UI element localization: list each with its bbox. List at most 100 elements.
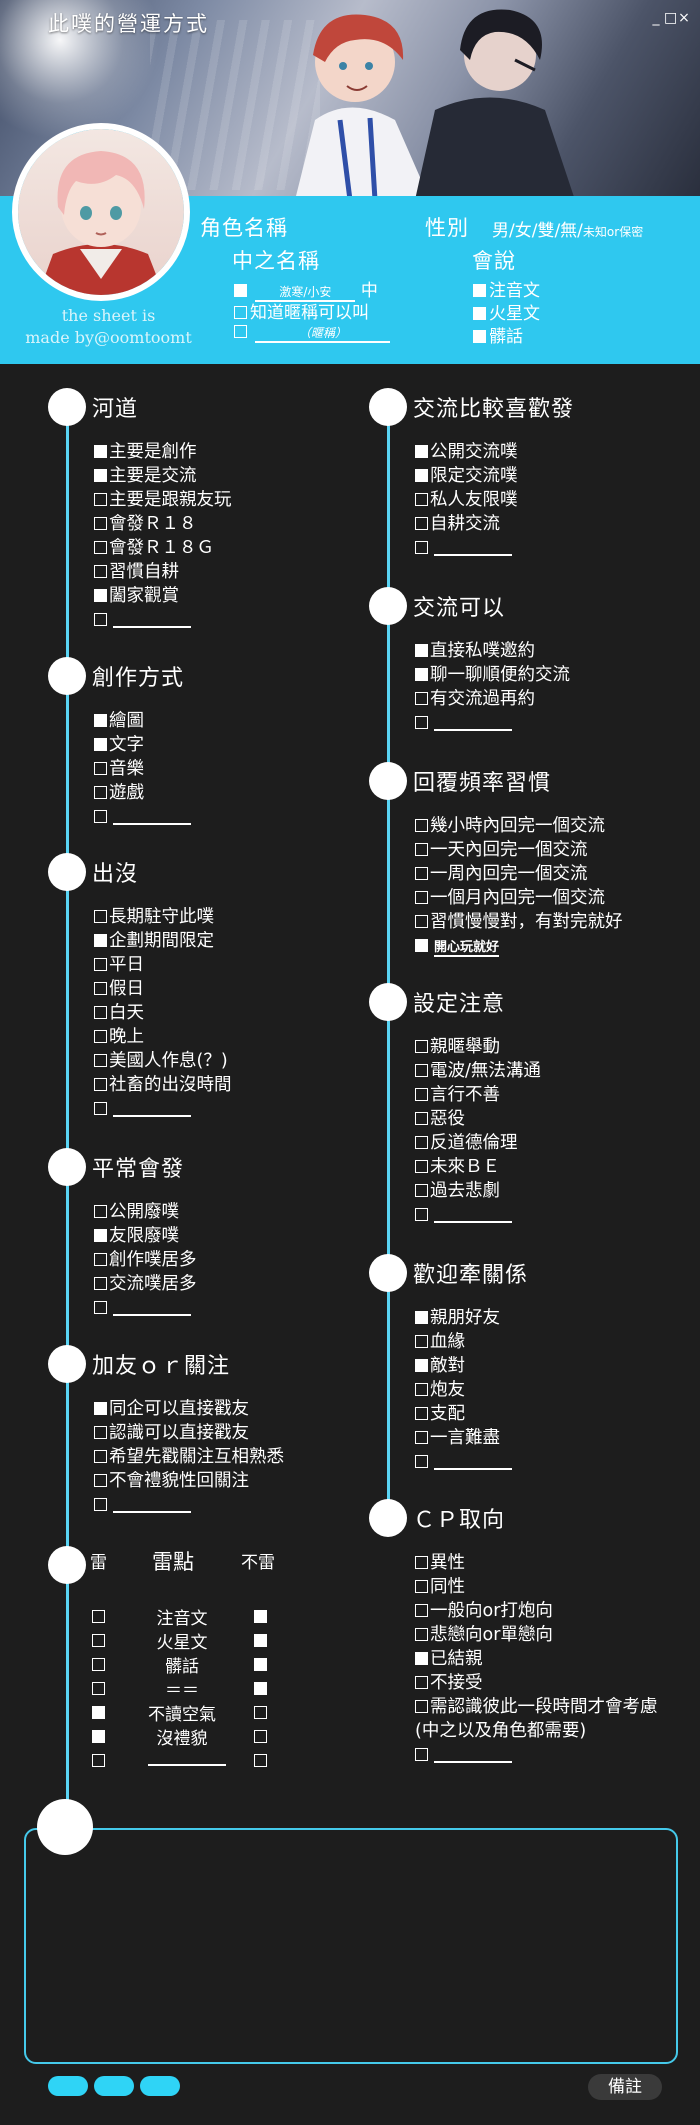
- checkbox-checked[interactable]: [415, 445, 428, 458]
- checkbox-checked[interactable]: [254, 1658, 267, 1671]
- checkbox-unchecked[interactable]: [94, 1301, 107, 1314]
- blank-field[interactable]: [113, 1300, 191, 1316]
- checkbox-unchecked[interactable]: [415, 1112, 428, 1125]
- checkbox-unchecked[interactable]: [94, 1450, 107, 1463]
- checkbox-unchecked[interactable]: [415, 1407, 428, 1420]
- checkbox-unchecked[interactable]: [415, 1455, 428, 1468]
- blank-field[interactable]: [434, 540, 512, 556]
- checkbox-unchecked[interactable]: [415, 1160, 428, 1173]
- close-icon[interactable]: ×: [678, 10, 690, 26]
- checkbox-checked[interactable]: [94, 589, 107, 602]
- checkbox-unchecked[interactable]: [254, 1754, 267, 1767]
- checkbox-unchecked[interactable]: [92, 1682, 105, 1695]
- memo-box[interactable]: [24, 1828, 678, 2064]
- note-button[interactable]: 備註: [588, 2074, 662, 2100]
- checkbox-checked[interactable]: [94, 1229, 107, 1242]
- checkbox-unchecked[interactable]: [94, 910, 107, 923]
- checkbox-checked[interactable]: [94, 445, 107, 458]
- checkbox-filled[interactable]: [234, 284, 247, 297]
- checkbox-unchecked[interactable]: [94, 1205, 107, 1218]
- checkbox-unchecked[interactable]: [415, 1748, 428, 1761]
- checkbox-unchecked[interactable]: [94, 493, 107, 506]
- checkbox-unchecked[interactable]: [94, 1426, 107, 1439]
- checkbox-unchecked[interactable]: [92, 1610, 105, 1623]
- checkbox-unchecked[interactable]: [415, 517, 428, 530]
- checkbox-checked[interactable]: [415, 668, 428, 681]
- checkbox-unchecked[interactable]: [94, 1078, 107, 1091]
- checkbox-unchecked[interactable]: [415, 1040, 428, 1053]
- checkbox-unchecked[interactable]: [94, 1253, 107, 1266]
- checkbox-empty[interactable]: [234, 325, 247, 338]
- checkbox-unchecked[interactable]: [94, 958, 107, 971]
- checkbox-unchecked[interactable]: [94, 1054, 107, 1067]
- checkbox-unchecked[interactable]: [415, 1700, 428, 1713]
- checkbox-unchecked[interactable]: [415, 819, 428, 832]
- blank-field[interactable]: [434, 1747, 512, 1763]
- checkbox-unchecked[interactable]: [94, 1498, 107, 1511]
- checkbox-unchecked[interactable]: [94, 1006, 107, 1019]
- checkbox-checked[interactable]: [415, 1359, 428, 1372]
- checkbox-unchecked[interactable]: [415, 1556, 428, 1569]
- checkbox-unchecked[interactable]: [94, 1277, 107, 1290]
- checkbox-checked[interactable]: [92, 1706, 105, 1719]
- checkbox-unchecked[interactable]: [415, 915, 428, 928]
- checkbox-unchecked[interactable]: [415, 867, 428, 880]
- checkbox-unchecked[interactable]: [415, 716, 428, 729]
- checkbox-unchecked[interactable]: [415, 1088, 428, 1101]
- checkbox-unchecked[interactable]: [415, 843, 428, 856]
- checkbox-empty[interactable]: [234, 306, 247, 319]
- checkbox-unchecked[interactable]: [415, 1335, 428, 1348]
- checkbox-unchecked[interactable]: [94, 762, 107, 775]
- checkbox-checked[interactable]: [254, 1682, 267, 1695]
- blank-field[interactable]: [434, 1207, 512, 1223]
- checkbox-checked[interactable]: [415, 469, 428, 482]
- checkbox-unchecked[interactable]: [415, 493, 428, 506]
- checkbox-checked[interactable]: [94, 738, 107, 751]
- checkbox-unchecked[interactable]: [94, 810, 107, 823]
- checkbox-unchecked[interactable]: [92, 1658, 105, 1671]
- checkbox-unchecked[interactable]: [94, 786, 107, 799]
- checkbox-unchecked[interactable]: [415, 1628, 428, 1641]
- checkbox-unchecked[interactable]: [254, 1730, 267, 1743]
- checkbox-unchecked[interactable]: [415, 692, 428, 705]
- checkbox-checked[interactable]: [92, 1730, 105, 1743]
- checkbox-checked[interactable]: [94, 934, 107, 947]
- checkbox-unchecked[interactable]: [94, 1030, 107, 1043]
- checkbox-unchecked[interactable]: [92, 1634, 105, 1647]
- checkbox-unchecked[interactable]: [415, 1208, 428, 1221]
- checkbox-unchecked[interactable]: [415, 1383, 428, 1396]
- checkbox-unchecked[interactable]: [254, 1706, 267, 1719]
- blank-field[interactable]: [113, 612, 191, 628]
- blank-field[interactable]: [434, 715, 512, 731]
- checkbox-unchecked[interactable]: [415, 1676, 428, 1689]
- checkbox-unchecked[interactable]: [94, 517, 107, 530]
- checkbox-unchecked[interactable]: [415, 1604, 428, 1617]
- checkbox-checked[interactable]: [254, 1634, 267, 1647]
- checkbox-unchecked[interactable]: [415, 1136, 428, 1149]
- checkbox-unchecked[interactable]: [415, 1580, 428, 1593]
- blank-field[interactable]: [113, 1497, 191, 1513]
- blank-field[interactable]: [148, 1750, 226, 1766]
- checkbox-checked[interactable]: [94, 469, 107, 482]
- minimize-icon[interactable]: _: [652, 10, 660, 26]
- checkbox-filled[interactable]: [473, 307, 486, 320]
- maximize-icon[interactable]: □: [664, 10, 678, 26]
- checkbox-checked[interactable]: [415, 1652, 428, 1665]
- checkbox-unchecked[interactable]: [415, 1064, 428, 1077]
- checkbox-checked[interactable]: [94, 714, 107, 727]
- checkbox-unchecked[interactable]: [94, 541, 107, 554]
- checkbox-unchecked[interactable]: [94, 1474, 107, 1487]
- blank-field[interactable]: [113, 1101, 191, 1117]
- checkbox-checked[interactable]: [94, 1402, 107, 1415]
- blank-field[interactable]: [434, 1454, 512, 1470]
- checkbox-filled[interactable]: [473, 330, 486, 343]
- checkbox-checked[interactable]: [415, 939, 428, 952]
- checkbox-unchecked[interactable]: [92, 1754, 105, 1767]
- checkbox-unchecked[interactable]: [415, 1184, 428, 1197]
- checkbox-unchecked[interactable]: [94, 982, 107, 995]
- checkbox-unchecked[interactable]: [94, 1102, 107, 1115]
- blank-field[interactable]: [113, 809, 191, 825]
- checkbox-unchecked[interactable]: [415, 891, 428, 904]
- checkbox-unchecked[interactable]: [94, 565, 107, 578]
- checkbox-checked[interactable]: [415, 644, 428, 657]
